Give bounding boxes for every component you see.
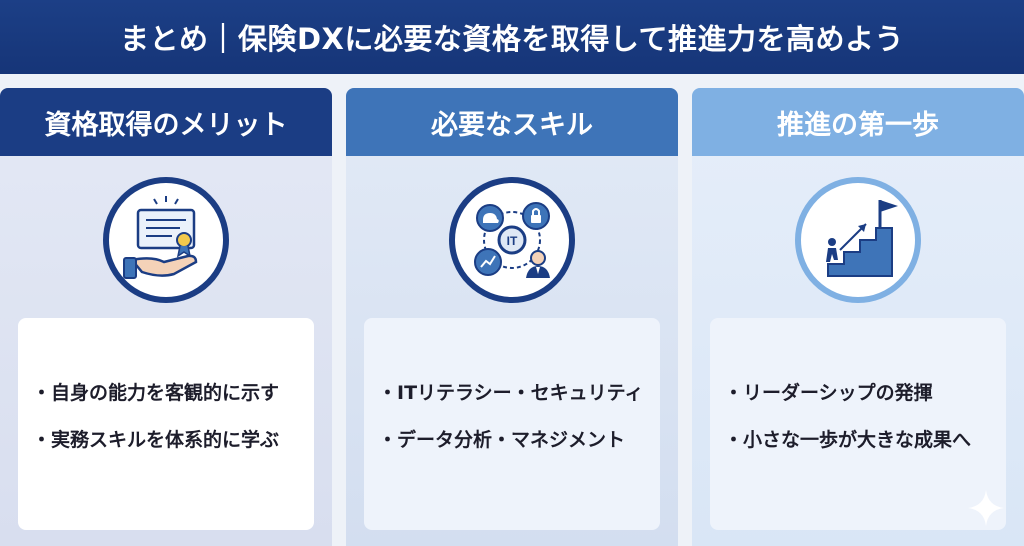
stairs-flag-icon [794, 176, 922, 304]
column-heading: 必要なスキル [431, 109, 593, 141]
column-heading: 推進の第一歩 [777, 109, 939, 141]
bullet-card: 自身の能力を客観的に示す 実務スキルを体系的に学ぶ [18, 318, 314, 530]
column-first-step: 推進の第一歩 リーダーシップの発揮 小さな一歩が大きな成果へ [692, 88, 1024, 546]
certificate-hand-icon [102, 176, 230, 304]
bullet-item: 実務スキルを体系的に学ぶ [32, 425, 314, 452]
bullet-item: ITリテラシー・セキュリティ [378, 378, 660, 405]
column-header: 必要なスキル [346, 88, 678, 156]
title-bar: まとめ｜保険DXに必要な資格を取得して推進力を高めよう [0, 0, 1024, 74]
bullet-item: 自身の能力を客観的に示す [32, 378, 314, 405]
column-header: 資格取得のメリット [0, 88, 332, 156]
bullet-item: リーダーシップの発揮 [724, 378, 1006, 405]
it-skills-icon: IT [448, 176, 576, 304]
column-skills: 必要なスキル IT ITリテラシー・セキュリティ データ分析・マネジメント [346, 88, 678, 546]
bullet-card: リーダーシップの発揮 小さな一歩が大きな成果へ [710, 318, 1006, 530]
sparkle-icon [966, 488, 1006, 532]
bullet-item: 小さな一歩が大きな成果へ [724, 425, 1006, 452]
bullet-item: データ分析・マネジメント [378, 425, 660, 452]
bullet-card: ITリテラシー・セキュリティ データ分析・マネジメント [364, 318, 660, 530]
column-merits: 資格取得のメリット 自身の能力を客観的に示す 実務スキルを体系的に学ぶ [0, 88, 332, 546]
column-header: 推進の第一歩 [692, 88, 1024, 156]
it-label: IT [507, 234, 518, 248]
page-title: まとめ｜保険DXに必要な資格を取得して推進力を高めよう [119, 22, 905, 56]
column-heading: 資格取得のメリット [44, 109, 288, 141]
